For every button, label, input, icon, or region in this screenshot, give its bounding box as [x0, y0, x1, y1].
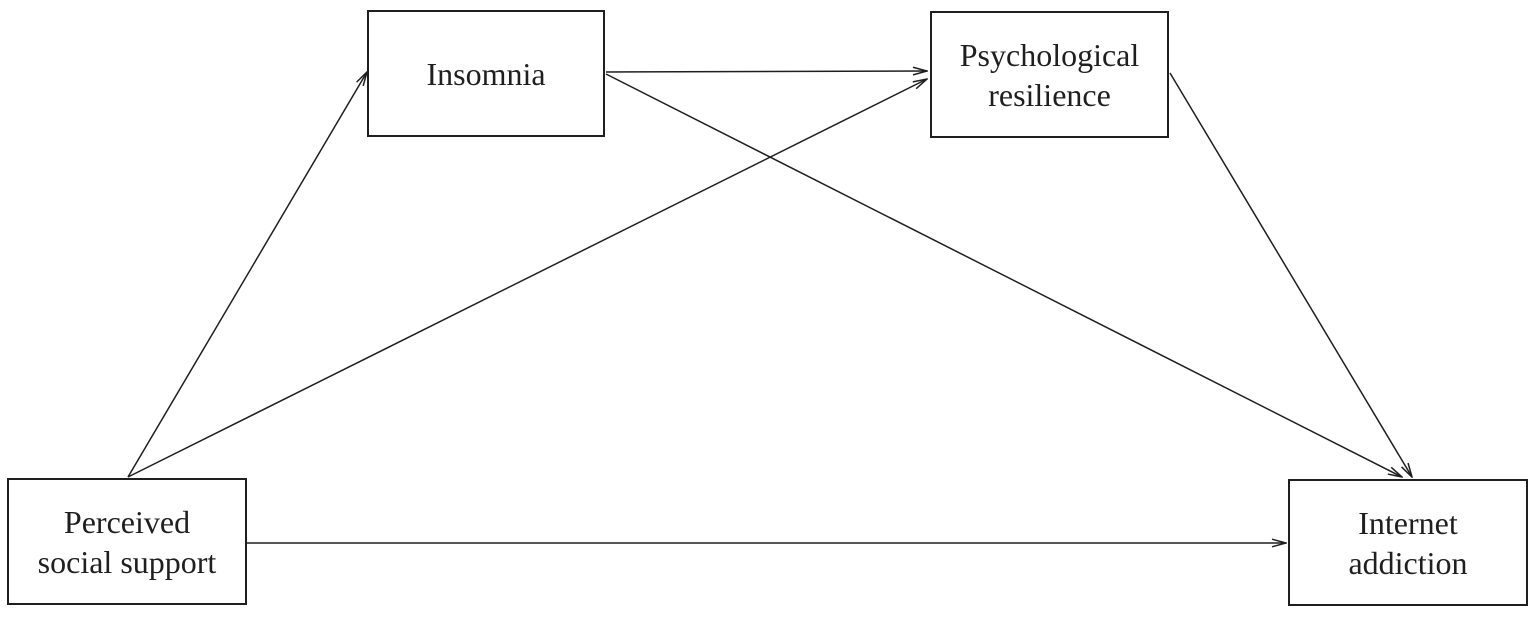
node-perceived-social-support: Perceived social support	[7, 478, 247, 605]
node-psychological-resilience-label: Psychological resilience	[959, 36, 1140, 113]
arrow-psychological-resilience-to-internet-addiction	[1169, 72, 1412, 477]
node-insomnia: Insomnia	[367, 10, 605, 137]
node-internet-addiction: Internet addiction	[1288, 479, 1528, 606]
node-psychological-resilience: Psychological resilience	[930, 11, 1169, 138]
arrow-insomnia-to-internet-addiction	[605, 73, 1402, 477]
node-internet-addiction-label: Internet addiction	[1348, 504, 1468, 581]
arrow-perceived-social-support-to-insomnia	[127, 72, 367, 478]
node-insomnia-label: Insomnia	[426, 55, 546, 92]
arrow-insomnia-to-psychological-resilience	[605, 71, 927, 72]
node-perceived-social-support-label: Perceived social support	[37, 503, 217, 580]
arrow-perceived-social-support-to-psychological-resilience	[127, 79, 927, 478]
